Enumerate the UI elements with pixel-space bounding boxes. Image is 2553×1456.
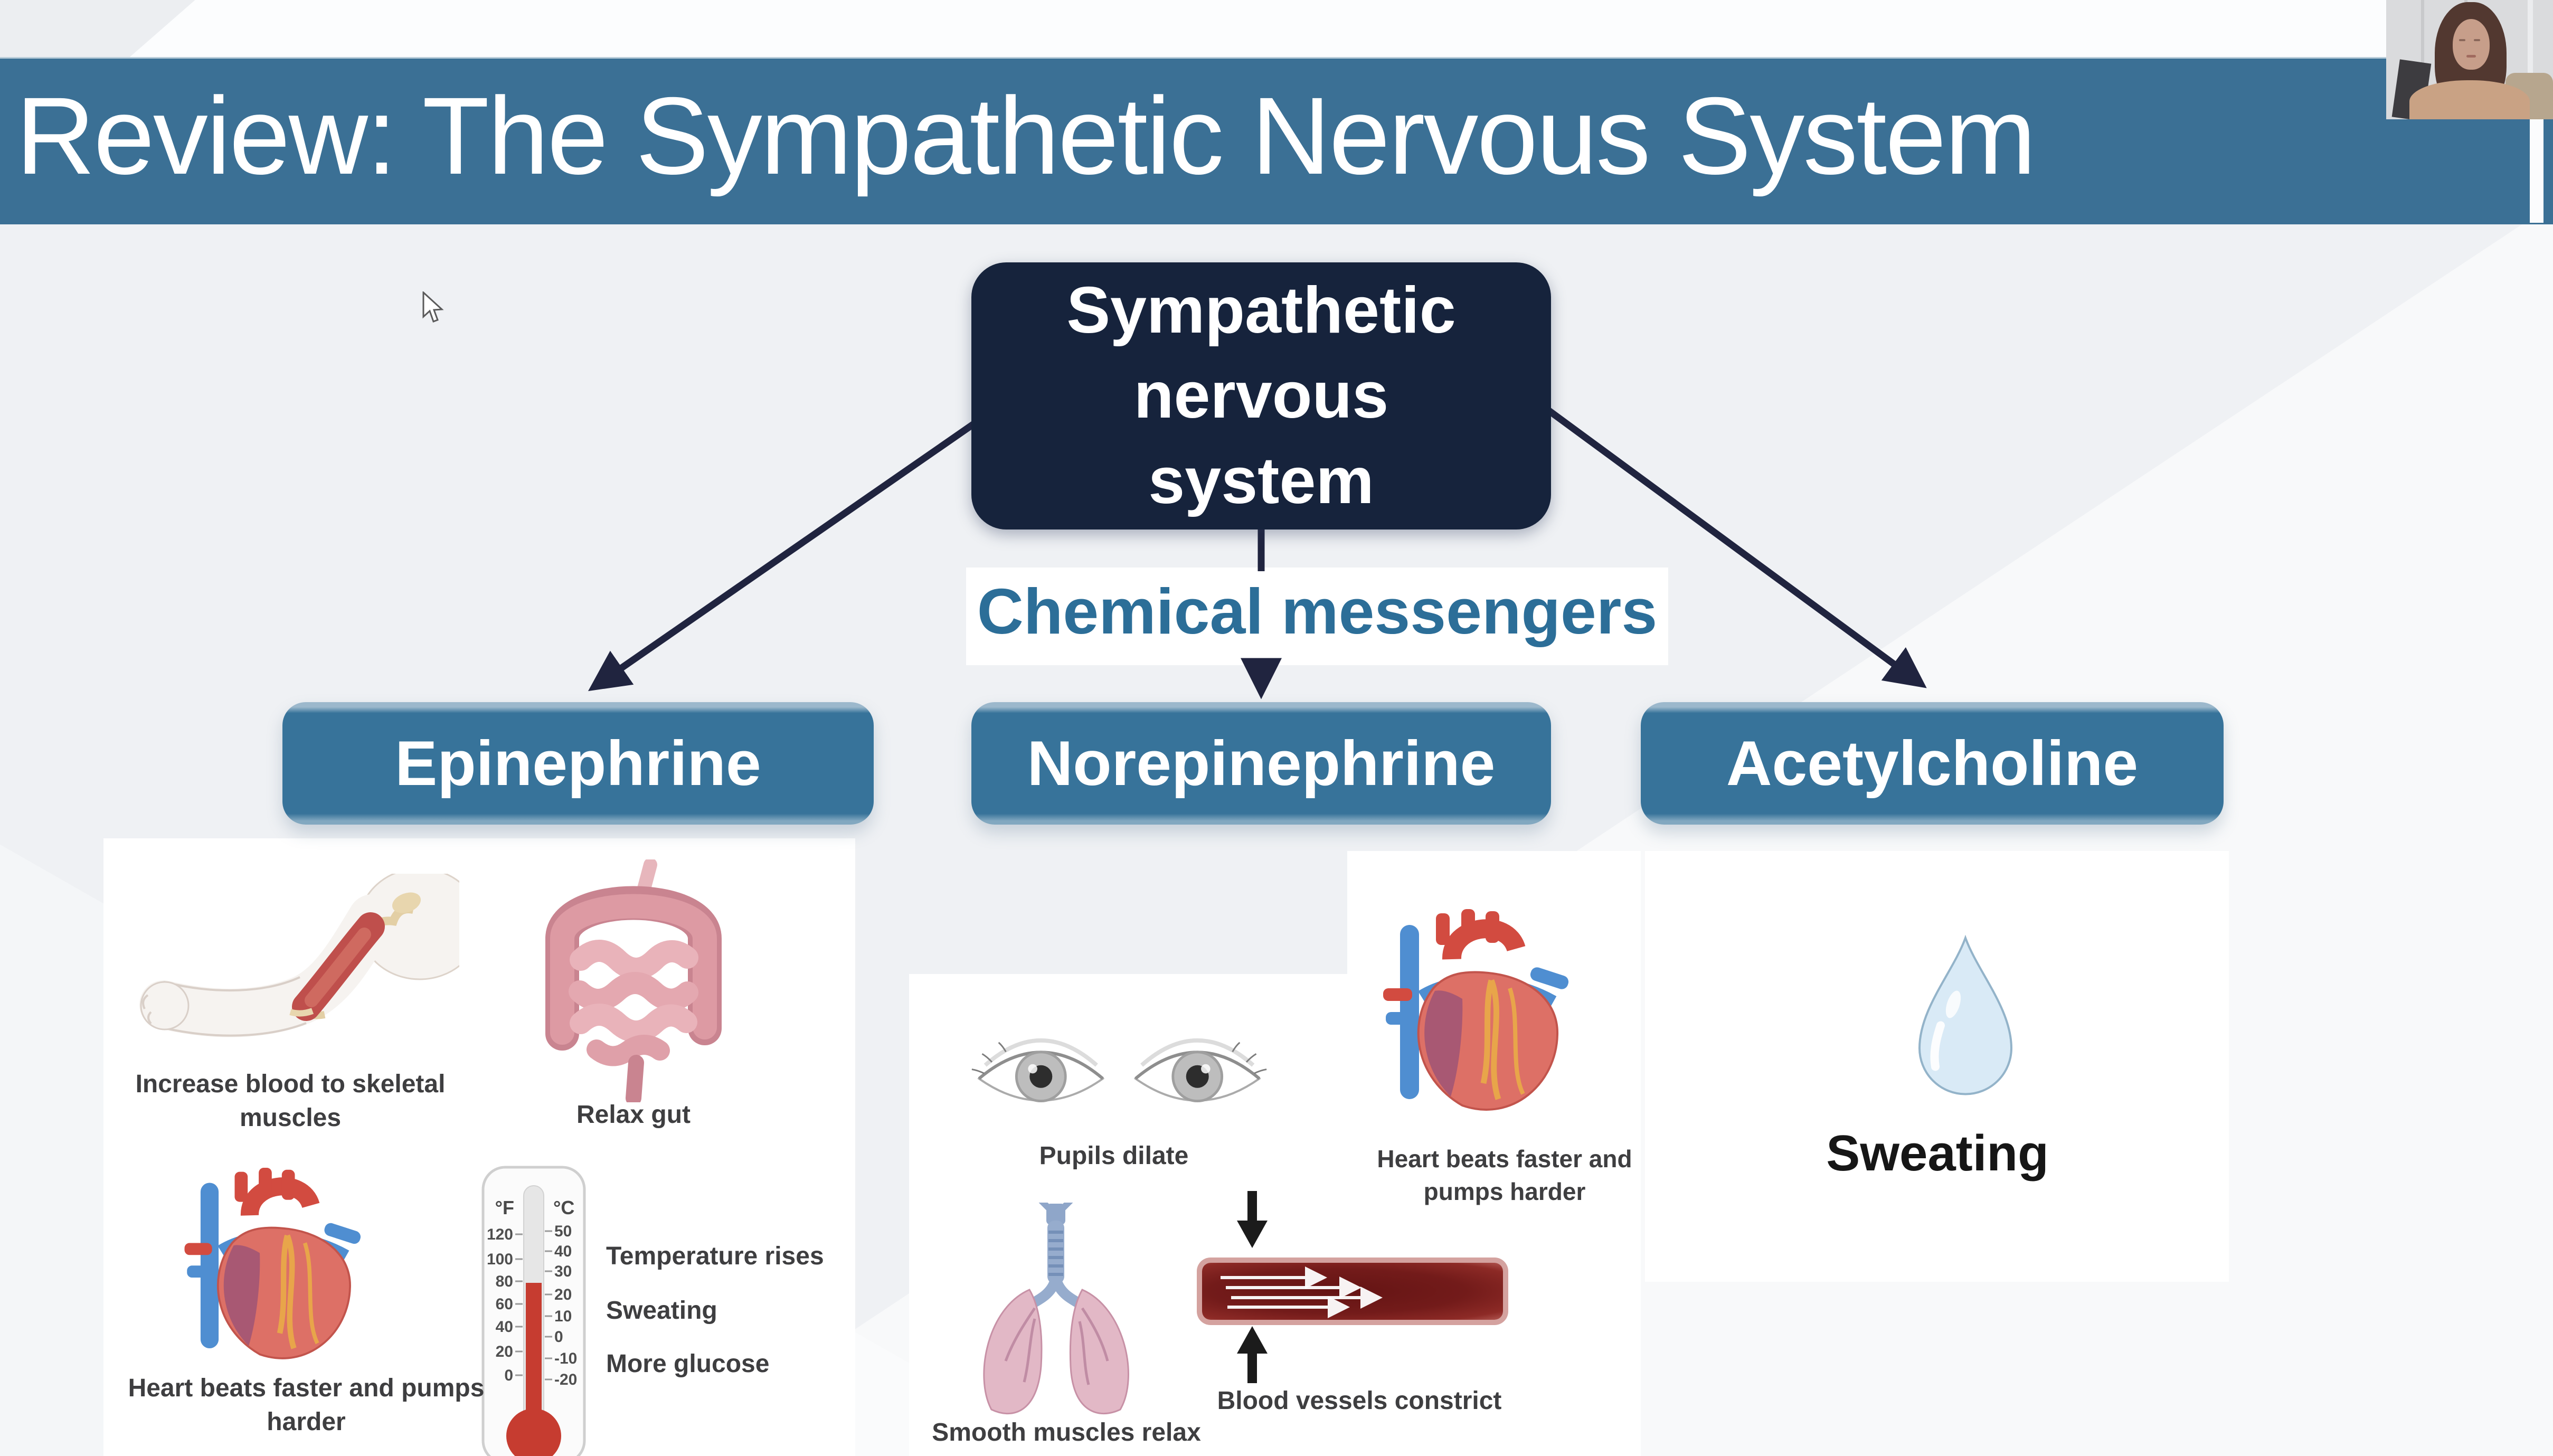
- webcam-background-door-edge: [2528, 0, 2533, 84]
- c-tick: 0: [554, 1328, 563, 1346]
- intestine-icon: [545, 859, 722, 1102]
- presenter-face: [2453, 19, 2490, 70]
- sweat-droplet-icon: [1918, 934, 2013, 1095]
- node-acetylcholine: Acetylcholine: [1641, 702, 2224, 825]
- c-tick: 10: [554, 1308, 572, 1325]
- c-tick: 40: [554, 1243, 572, 1260]
- eyes-icon: [969, 1022, 1270, 1135]
- title-banner: [0, 57, 2553, 224]
- effect-label-blood-vessels-constrict: Blood vessels constrict: [1217, 1387, 1502, 1415]
- lungs-icon: [983, 1203, 1129, 1414]
- c-tick: 30: [554, 1263, 572, 1280]
- effect-label-more-glucose: More glucose: [606, 1350, 770, 1378]
- mouse-cursor-icon: [422, 291, 444, 323]
- blood-vessel-icon: [1202, 1263, 1503, 1320]
- page-title: Review: The Sympathetic Nervous System: [16, 75, 2036, 197]
- webcam-background-door-seam: [2421, 0, 2424, 84]
- thermometer-f-unit: °F: [495, 1197, 514, 1218]
- f-tick: 120: [487, 1226, 513, 1243]
- norepinephrine-panel-right: [1347, 851, 1641, 1456]
- branch-label-epinephrine: Epinephrine: [395, 728, 761, 799]
- thermometer-c-unit: °C: [553, 1197, 574, 1218]
- c-tick: 50: [554, 1223, 572, 1240]
- branch-label-acetylcholine: Acetylcholine: [1726, 728, 2139, 799]
- f-tick: 60: [496, 1296, 513, 1313]
- c-tick: -10: [554, 1350, 577, 1367]
- constrict-arrow-down-icon: [1237, 1191, 1268, 1248]
- effect-label-sweating-epi: Sweating: [606, 1297, 717, 1325]
- slide-top-margin: [0, 0, 2553, 58]
- f-tick: 0: [504, 1367, 513, 1384]
- effect-label-smooth-muscles-relax: Smooth muscles relax: [932, 1419, 1201, 1446]
- heart-icon: [174, 1168, 385, 1368]
- epinephrine-panel: [103, 838, 855, 1456]
- constrict-arrow-up-icon: [1237, 1326, 1268, 1383]
- effect-label-heart-beats-nor: Heart beats faster and pumps harder: [1377, 1145, 1632, 1205]
- presenter-shoulders: [2409, 80, 2530, 119]
- effect-label-temperature-rises: Temperature rises: [606, 1242, 824, 1270]
- effect-label-increase-blood: Increase blood to skeletal muscles: [135, 1070, 446, 1132]
- presenter-eye: [2474, 39, 2480, 41]
- f-tick: 40: [496, 1318, 513, 1336]
- effect-label-relax-gut: Relax gut: [576, 1101, 691, 1129]
- branch-label-norepinephrine: Norepinephrine: [1027, 728, 1496, 799]
- node-epinephrine: Epinephrine: [282, 702, 874, 825]
- presenter-mouth: [2466, 55, 2476, 58]
- c-tick: 20: [554, 1286, 572, 1303]
- presenter-eye: [2459, 39, 2465, 41]
- f-tick: 20: [496, 1343, 513, 1360]
- thermometer-icon: °F °C 120 100 80 60 40 20 0 50 40 30 20 …: [481, 1166, 586, 1456]
- root-node-label: Sympathetic nervous system: [1066, 274, 1456, 517]
- effect-label-heart-beats-epi: Heart beats faster and pumps harder: [128, 1374, 485, 1436]
- f-tick: 100: [487, 1251, 513, 1268]
- heart-icon: [1373, 909, 1594, 1120]
- effect-label-pupils-dilate: Pupils dilate: [1039, 1142, 1189, 1170]
- node-norepinephrine: Norepinephrine: [971, 702, 1551, 825]
- c-tick: -20: [554, 1371, 577, 1388]
- arm-muscle-icon: [139, 874, 459, 1037]
- node-sympathetic-nervous-system: Sympathetic nervous system: [971, 262, 1551, 530]
- presenter-webcam-video[interactable]: [2386, 0, 2553, 119]
- connector-label: Chemical messengers: [977, 575, 1658, 647]
- f-tick: 80: [496, 1273, 513, 1290]
- effect-label-sweating-ach: Sweating: [1826, 1125, 2049, 1181]
